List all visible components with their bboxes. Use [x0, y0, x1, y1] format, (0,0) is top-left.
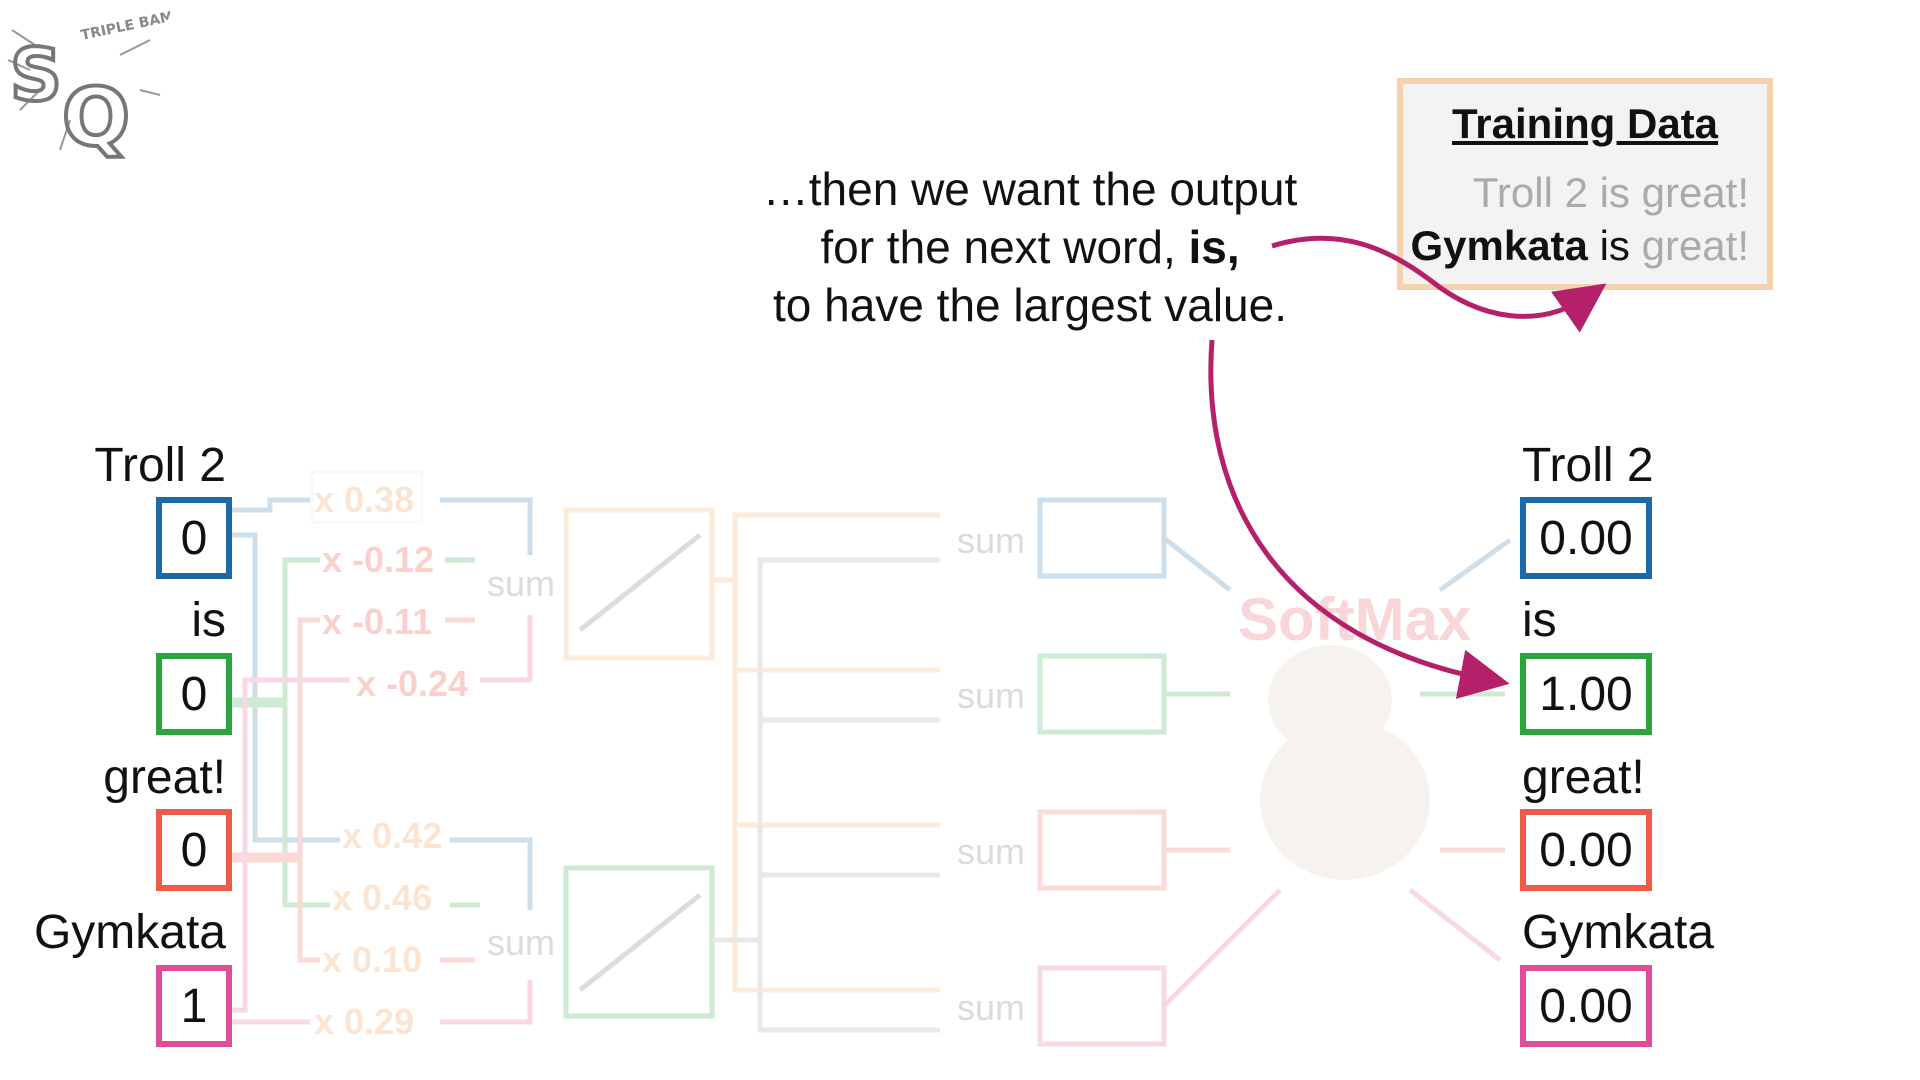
training-word-great: great! [1641, 222, 1749, 269]
caption-line-1: …then we want the output [762, 163, 1298, 215]
weight-label: x -0.12 [322, 539, 434, 580]
caption-line-2-text: for the next word, [820, 221, 1176, 273]
sum-label: sum [957, 987, 1025, 1028]
logo-s-letter: S [10, 33, 62, 117]
output-label-is: is [1522, 594, 1557, 647]
weight-label: x 0.29 [314, 1001, 414, 1042]
input-value-is: 0 [156, 653, 232, 735]
training-sentence-2: Gymkata is great! [1410, 222, 1749, 270]
output-value-gymkata: 0.00 [1520, 965, 1652, 1047]
softmax-label: SoftMax [1238, 586, 1471, 653]
caption-highlight-word: is, [1188, 221, 1240, 273]
input-label-troll2: Troll 2 [94, 439, 226, 492]
output-label-great: great! [1522, 751, 1645, 804]
caption-line-2: for the next word, is, [700, 218, 1360, 276]
arrow-to-output-is [1208, 339, 1510, 699]
statquest-logo: S Q TRIPLE BAM!! [7, 6, 170, 166]
training-data-title: Training Data [1451, 100, 1719, 147]
output-value-troll2: 0.00 [1520, 497, 1652, 579]
sum-label: sum [487, 563, 555, 604]
weight-label: x 0.10 [322, 939, 422, 980]
input-value-great: 0 [156, 809, 232, 891]
training-word-is: is [1599, 222, 1630, 269]
sum-label: sum [957, 675, 1025, 716]
sum-label: sum [487, 922, 555, 963]
input-label-gymkata: Gymkata [33, 906, 226, 959]
weight-label: x 0.38 [314, 479, 414, 520]
output-label-troll2: Troll 2 [1522, 439, 1654, 492]
weight-label: x -0.24 [356, 663, 468, 704]
caption-line-3: to have the largest value. [773, 279, 1287, 331]
arrow-to-training-data [1271, 235, 1607, 333]
weight-label: x -0.11 [322, 601, 432, 642]
output-value-great: 0.00 [1520, 809, 1652, 891]
caption-text: …then we want the output for the next wo… [700, 160, 1360, 334]
input-label-is: is [191, 594, 226, 647]
weight-label: x 0.42 [342, 815, 442, 856]
logo-q-letter: Q [62, 71, 130, 164]
output-label-gymkata: Gymkata [1522, 906, 1715, 959]
weight-label: x 0.46 [332, 877, 432, 918]
sum-label: sum [957, 520, 1025, 561]
input-label-great: great! [103, 751, 226, 804]
training-sentence-1: Troll 2 is great! [1472, 169, 1749, 216]
input-value-troll2: 0 [156, 497, 232, 579]
training-data-box: Training Data Troll 2 is great! Gymkata … [1397, 78, 1773, 290]
training-word-gymkata: Gymkata [1410, 222, 1588, 269]
output-value-is: 1.00 [1520, 653, 1652, 735]
sum-label: sum [957, 831, 1025, 872]
input-value-gymkata: 1 [156, 965, 232, 1047]
